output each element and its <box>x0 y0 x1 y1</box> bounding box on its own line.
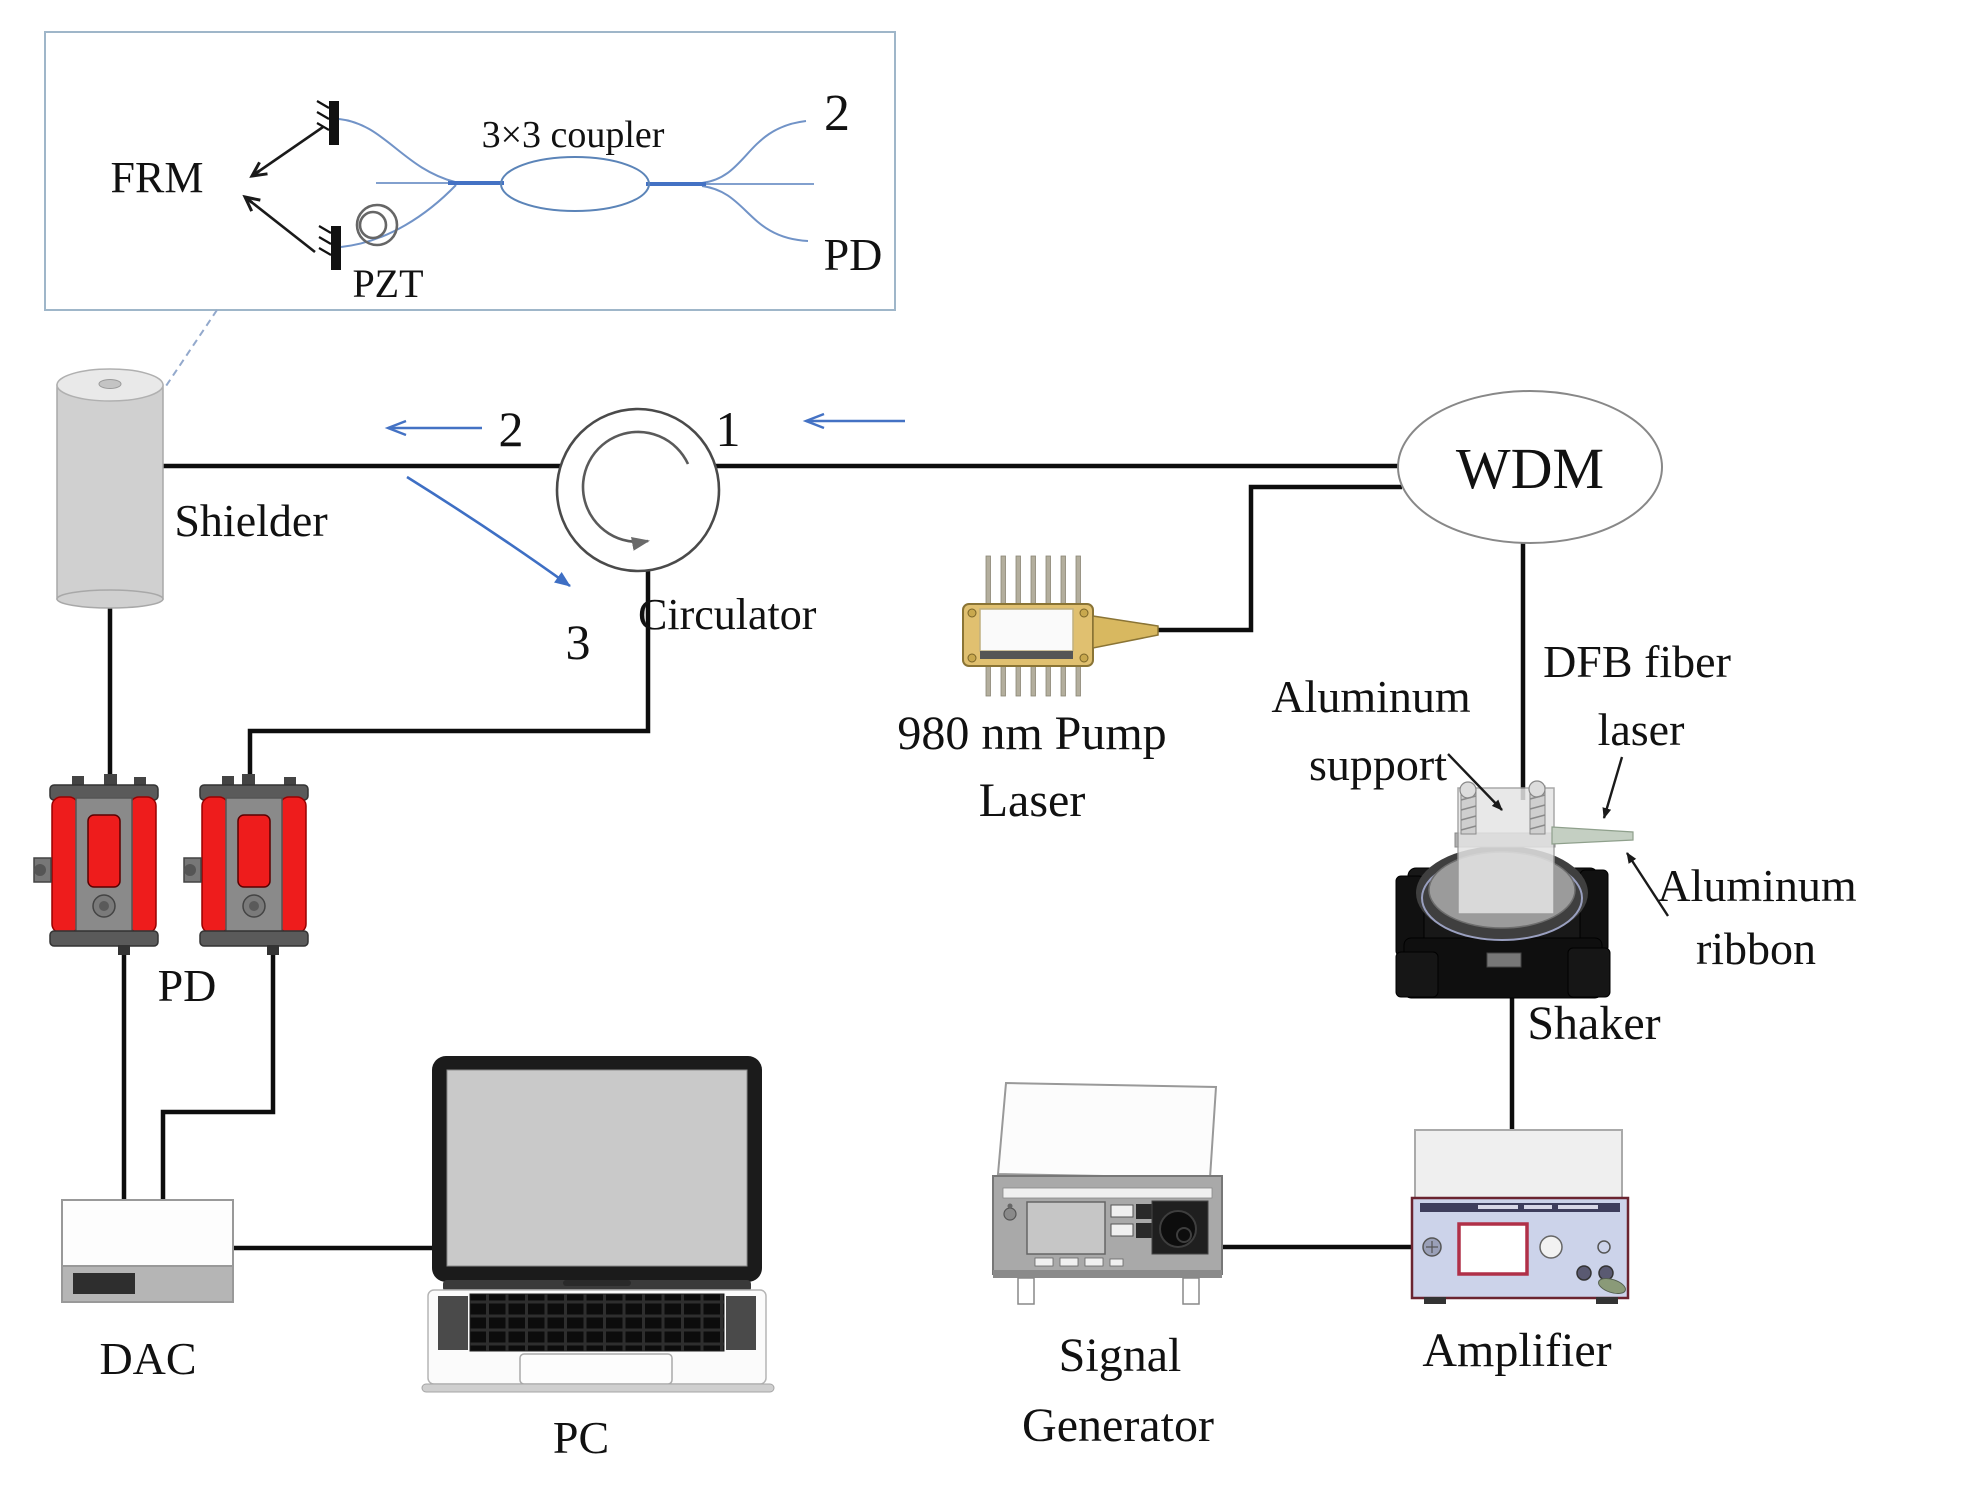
faraday-mirror-bottom-icon <box>318 225 341 270</box>
dac-label: DAC <box>99 1333 196 1384</box>
al-support-label-line2: support <box>1309 739 1447 790</box>
circulator-label: Circulator <box>638 590 817 639</box>
laptop-screen <box>446 1069 748 1267</box>
frm-arrow-bottom <box>242 194 316 254</box>
amplifier-label: Amplifier <box>1422 1324 1611 1377</box>
dac-device <box>61 1199 234 1303</box>
amplifier-top <box>1414 1129 1623 1199</box>
al-support-label-line1: Aluminum <box>1271 671 1471 722</box>
pc-label: PC <box>553 1412 609 1463</box>
interferometer-inset: FRM 3×3 coupler 2 PD PZT <box>44 31 896 387</box>
dfb-label-line2: laser <box>1598 704 1685 755</box>
al-ribbon-label-line1: Aluminum <box>1657 860 1857 911</box>
wdm-label: WDM <box>1456 436 1604 501</box>
generator-lid <box>996 1081 1218 1180</box>
frm-label: FRM <box>111 153 204 202</box>
dfb-label-line1: DFB fiber <box>1543 636 1731 687</box>
cable-right-pd-to-dac <box>160 946 276 1201</box>
al-support-annotation-arrow <box>1447 753 1503 811</box>
aluminum-ribbon-shape <box>1551 826 1634 845</box>
pzt-label: PZT <box>352 261 423 306</box>
pd-label: PD <box>158 960 217 1011</box>
inset-port2-label: 2 <box>824 85 850 142</box>
generator-display <box>1026 1201 1106 1255</box>
pc-laptop <box>421 1056 775 1393</box>
photodetector-right <box>183 774 309 955</box>
amplifier-screen <box>1457 1222 1529 1276</box>
support-bolt-right <box>1528 780 1546 835</box>
shielder-label: Shielder <box>174 495 327 546</box>
circulator-port2-label: 2 <box>499 401 524 457</box>
pump-laser-bottom-pins <box>985 665 1081 697</box>
shaker-label: Shaker <box>1527 997 1660 1050</box>
al-ribbon-label-line2: ribbon <box>1696 923 1816 974</box>
shielder-top-hole <box>98 379 122 389</box>
pump-laser-device <box>962 555 1159 697</box>
dac-display <box>73 1273 135 1294</box>
circulator-device <box>555 407 721 573</box>
aluminum-support <box>1454 780 1556 915</box>
al-ribbon-annotation-arrow <box>1625 852 1670 917</box>
inset-fibers <box>338 118 814 248</box>
frm-arrow-top <box>249 125 324 178</box>
signal-generator-device <box>992 1081 1223 1305</box>
pump-laser-label-line2: Laser <box>979 774 1086 827</box>
amplifier-knob <box>1539 1235 1563 1259</box>
signal-generator-label-line1: Signal <box>1059 1329 1182 1382</box>
photodetector-left <box>33 774 159 955</box>
circulator-port1-label: 1 <box>716 401 741 457</box>
circulator-port3-label: 3 <box>566 614 591 670</box>
shaker-device <box>1395 780 1634 999</box>
flow-annotations <box>388 421 905 588</box>
inset-border <box>44 31 896 311</box>
pump-laser-top-pins <box>985 555 1081 607</box>
circulator-direction-arrow <box>581 430 690 551</box>
amplifier-device <box>1410 1129 1630 1304</box>
support-bolt-left <box>1459 781 1477 835</box>
fiber-pump-to-wdm <box>1150 484 1402 633</box>
coupler-ellipse-icon <box>500 156 650 212</box>
signal-generator-label-line2: Generator <box>1022 1399 1214 1452</box>
wdm-device <box>1397 390 1663 544</box>
pump-laser-fiber-cone <box>1092 615 1159 649</box>
pzt-coil-icon <box>355 203 399 247</box>
coupler-label: 3×3 coupler <box>482 114 665 156</box>
laptop-keyboard <box>469 1293 725 1352</box>
dfb-annotation-arrow <box>1602 756 1624 819</box>
pump-laser-lid <box>979 608 1074 652</box>
flow-arrow-port3-curved <box>406 475 571 588</box>
laptop-trackpad <box>519 1353 673 1385</box>
generator-knob <box>1159 1210 1197 1248</box>
connection-lines <box>107 463 1526 1251</box>
faraday-mirror-top-icon <box>316 100 339 145</box>
pump-laser-label-line1: 980 nm Pump <box>897 707 1166 760</box>
fiber-circulator-port3-to-pd <box>247 569 651 786</box>
inset-pd-label: PD <box>824 229 883 280</box>
shielder-device <box>56 368 164 609</box>
inset-callout-dashed-line <box>165 309 218 387</box>
